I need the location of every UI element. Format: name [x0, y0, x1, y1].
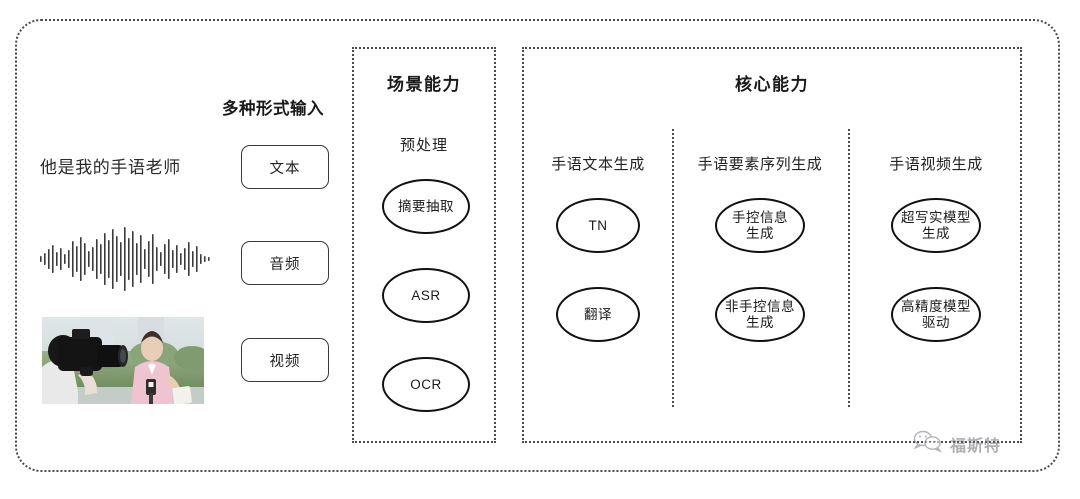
diagram-outer-frame — [15, 19, 1060, 472]
wechat-bubbles-icon — [913, 429, 943, 458]
core-column-sign-video-generation: 手语视频生成 超写实模型生成 高精度模型驱动 — [848, 153, 1024, 423]
audio-waveform-icon — [38, 223, 214, 295]
watermark: 福斯特 — [913, 429, 1001, 458]
core-column-sign-text-generation: 手语文本生成 TN 翻译 — [524, 153, 672, 423]
core-node-non-manual-info-generation[interactable]: 非手控信息生成 — [715, 287, 805, 342]
scene-capability-panel: 场景能力 预处理 摘要抽取 ASR OCR — [352, 47, 496, 443]
scene-capability-subtitle: 预处理 — [399, 137, 448, 154]
core-node-translation[interactable]: 翻译 — [556, 287, 640, 342]
core-node-high-precision-model-drive[interactable]: 高精度模型驱动 — [891, 287, 981, 342]
input-type-button-video[interactable]: 视频 — [241, 338, 329, 382]
core-column-sign-element-sequence-generation: 手语要素序列生成 手控信息生成 非手控信息生成 — [672, 153, 848, 423]
input-type-button-text[interactable]: 文本 — [241, 145, 329, 189]
core-column-label: 手语文本生成 — [551, 156, 645, 173]
core-node-hyperrealistic-model-generation[interactable]: 超写实模型生成 — [891, 198, 981, 253]
core-node-tn[interactable]: TN — [556, 198, 640, 253]
core-node-manual-info-generation[interactable]: 手控信息生成 — [715, 198, 805, 253]
core-capability-panel: 核心能力 手语文本生成 TN 翻译 手语要素序列生成 手控信息生成 非手控信息生… — [522, 47, 1022, 443]
sample-text-input: 他是我的手语老师 — [40, 158, 181, 177]
scene-node-summary-extraction[interactable]: 摘要抽取 — [382, 179, 470, 234]
core-column-label: 手语要素序列生成 — [697, 156, 823, 173]
core-column-divider — [848, 129, 850, 407]
core-capability-title: 核心能力 — [735, 75, 809, 94]
scene-node-ocr[interactable]: OCR — [382, 357, 470, 412]
scene-node-asr[interactable]: ASR — [382, 268, 470, 323]
multimodal-input-section: 多种形式输入 他是我的手语老师 — [30, 95, 330, 415]
multimodal-input-heading: 多种形式输入 — [222, 100, 324, 118]
core-column-label: 手语视频生成 — [889, 156, 983, 173]
watermark-label: 福斯特 — [950, 437, 1002, 455]
core-column-divider — [672, 129, 674, 407]
input-type-button-audio[interactable]: 音频 — [241, 241, 329, 285]
scene-capability-title: 场景能力 — [387, 75, 461, 94]
video-thumbnail-icon — [42, 317, 204, 404]
